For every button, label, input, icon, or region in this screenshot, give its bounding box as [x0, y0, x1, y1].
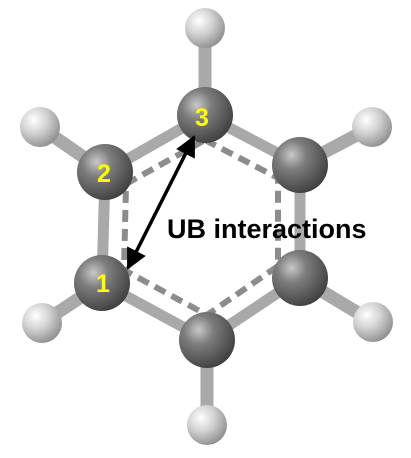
carbon-atom: [272, 250, 328, 306]
ub-interaction-arrow: [126, 135, 196, 270]
carbon-atom: [272, 137, 328, 193]
carbon-atom-2: [77, 144, 133, 200]
carbon-atom: [179, 312, 235, 368]
atom-label-1: 1: [96, 270, 110, 298]
carbon-atom-1: [74, 255, 130, 311]
carbon-atom-3: [177, 87, 233, 143]
atom-label-2: 2: [97, 160, 111, 188]
ub-interactions-label: UB interactions: [167, 214, 367, 244]
hydrogen-atom: [185, 8, 225, 48]
atom-label-3: 3: [195, 104, 209, 132]
carbon-atoms: [74, 87, 328, 368]
hydrogen-atom: [352, 107, 392, 147]
hydrogen-atom: [353, 302, 393, 342]
hydrogen-atoms: [20, 8, 393, 445]
hydrogen-atom: [22, 303, 62, 343]
hydrogen-atom: [20, 107, 60, 147]
hydrogen-atom: [187, 405, 227, 445]
